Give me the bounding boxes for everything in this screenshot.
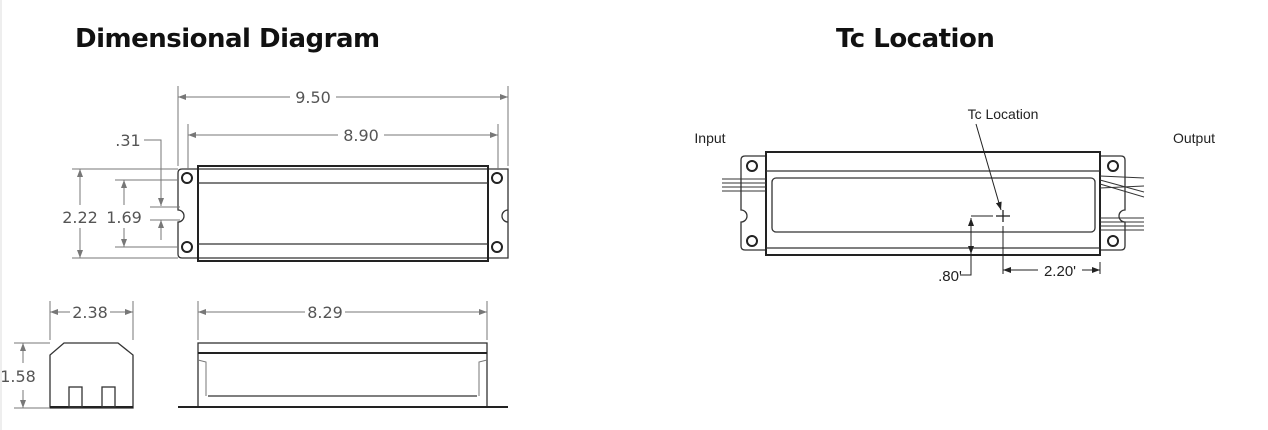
dim-overall-width: 2.22 (62, 208, 98, 227)
top-view: 9.50 8.90 .31 2.22 1.69 (62, 86, 509, 262)
tc-location-label: Tc Location (968, 106, 1039, 122)
tc-view: Tc Location Input Output .80' 2.20' (694, 106, 1215, 285)
tc-crosshair (996, 210, 1010, 222)
tc-vertical-offset: .80' (938, 268, 962, 285)
dim-body-length: 8.29 (307, 303, 343, 322)
side-view: 8.29 (178, 301, 508, 408)
tc-horizontal-offset: 2.20' (1044, 263, 1076, 280)
dim-height: 1.58 (0, 367, 36, 386)
dim-mount-width: 1.69 (106, 208, 142, 227)
dim-overall-length: 9.50 (295, 88, 331, 107)
end-view: 2.38 1.58 (0, 301, 134, 409)
dim-end-width: 2.38 (72, 303, 108, 322)
output-label: Output (1173, 130, 1215, 146)
input-label: Input (694, 130, 725, 146)
dim-slot-offset: .31 (115, 131, 140, 150)
dim-mount-spacing: 8.90 (343, 126, 379, 145)
tc-location-title: Tc Location (836, 24, 995, 54)
dimensional-diagram-title: Dimensional Diagram (75, 24, 380, 54)
